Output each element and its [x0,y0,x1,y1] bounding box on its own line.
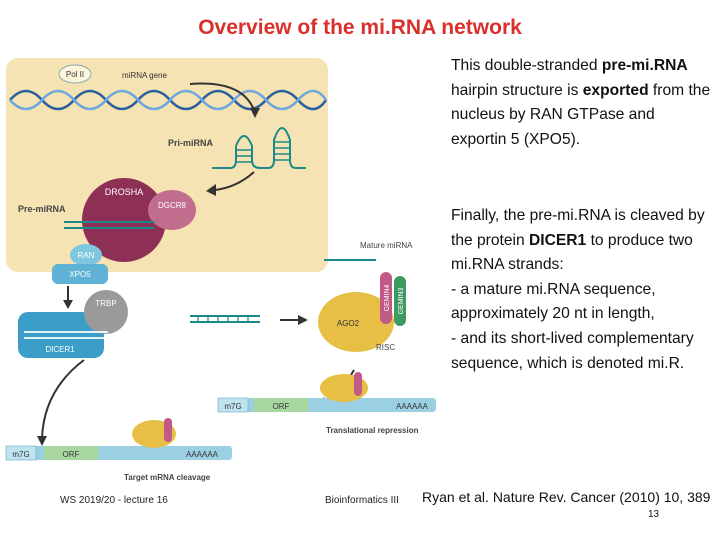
mirna-duplex [190,315,260,323]
drosha-protein [82,178,166,262]
paragraph-dicer: Finally, the pre-mi.RNA is cleaved by th… [451,204,713,376]
dna-strand-2 [9,89,328,111]
trbp-label: TRBP [95,299,116,308]
pol-ii-shape [58,64,92,84]
target-cleavage-label: Target mRNA cleavage [124,473,211,482]
transl-repression-label: Translational repression [326,426,419,435]
p2-bold-dicer1: DICER1 [529,231,587,249]
ago2-protein [318,292,394,352]
m7g-label-1: m7G [224,402,241,411]
p2-text-2: to produce two mi.RNA strands: [451,231,693,274]
mirna-duplex-rungs [197,316,249,322]
mirna-pathway-figure: Pol II miRNA gene Pri-miRNA DROSHA DGCR8… [5,58,436,482]
arrow-transcription [189,82,255,111]
orf-box-2 [44,446,98,460]
m7g-box-1 [217,397,249,413]
page-number: 13 [648,509,660,520]
polya-label-1: AAAAAA [396,402,429,411]
footer-lecture: WS 2019/20 - lecture 16 [60,495,168,506]
xpo5-label: XPO5 [69,270,91,279]
duplex-in-dicer [24,331,108,339]
slide-title: Overview of the mi.RNA network [198,16,522,39]
dgcr8-label: DGCR8 [158,201,187,210]
m7g-label-2: m7G [12,450,29,459]
orf-label-2: ORF [63,450,80,459]
orf-box-1 [254,398,308,412]
citation: Ryan et al. Nature Rev. Cancer (2010) 10… [422,489,711,505]
paragraph-export: This double-stranded pre-mi.RNA hairpin … [451,54,713,152]
p2-list-item-2: - and its short-lived complementary sequ… [451,329,694,372]
gemin3-label: GEMIN3 [398,287,405,314]
p2-list-item-1: - a mature mi.RNA sequence, approximatel… [451,280,656,323]
dgcr8-protein [148,190,196,230]
arrow-transcription-head [250,108,260,118]
trbp-protein [84,290,128,334]
xpo5-protein [52,264,108,284]
ago2-label: AGO2 [337,319,360,328]
gemin3-protein [394,276,406,326]
mirna-gene-label: miRNA gene [122,71,167,80]
pri-mirna-strand [212,127,306,169]
p2-text-1: Finally, the pre-mi.RNA is cleaved by th… [451,207,705,249]
orf-label-1: ORF [273,402,290,411]
footer-course: Bioinformatics III [325,495,399,506]
arrow-processing-head [206,184,216,196]
drosha-label: DROSHA [105,187,144,197]
arrow-cleavage [41,359,85,439]
arrow-processing [213,171,255,191]
arrow-export-head [63,300,73,309]
gemin-on-mrna-1 [354,372,362,396]
gemin4-protein [380,272,392,324]
p1-text-2: hairpin structure is [451,81,583,99]
ran-label: RAN [78,251,95,260]
pol-ii-label: Pol II [66,70,84,79]
p1-text-3: from the nucleus by RAN GTPase and expor… [451,81,711,148]
dicer1-protein [18,312,104,358]
dicer1-label: DICER1 [45,345,75,354]
m7g-box-2 [5,445,37,461]
p1-bold-exported: exported [582,81,649,99]
ran-protein [70,244,102,266]
p1-text-1: This double-stranded [451,57,602,74]
gemin4-label: GEMIN4 [384,284,391,311]
risc-label: RISC [376,343,395,352]
gemin-on-mrna-2 [164,418,172,442]
pre-mirna-label: Pre-miRNA [18,204,66,214]
arrow-to-risc-head [298,315,308,325]
p1-bold-pre-mirna: pre-mi.RNA [601,57,688,74]
arrow-cleavage-head [37,436,47,446]
polya-label-2: AAAAAA [186,450,219,459]
pri-mirna-label: Pri-miRNA [168,138,214,148]
pri-mirna-rungs [236,141,290,163]
mature-mirna-label: Mature miRNA [360,241,413,250]
pre-mirna-in-drosha [64,221,154,229]
